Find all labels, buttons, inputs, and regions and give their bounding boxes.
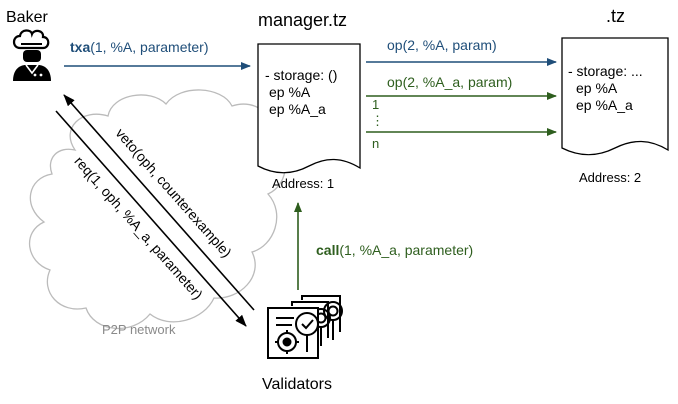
call-message: call(1, %A_a, parameter)	[316, 242, 473, 258]
target-contract-title: .tz	[606, 6, 625, 26]
op-a-message: op(2, %A, param)	[387, 37, 497, 53]
manager-entrypoint-a-a: ep %A_a	[269, 101, 326, 117]
branch-dots-label: ⋮	[371, 113, 384, 128]
veto-message: veto(oph, counterexample)	[113, 125, 235, 260]
req-message: req(1, oph, %A_a, parameter)	[71, 153, 206, 302]
p2p-network-label: P2P network	[102, 322, 176, 337]
manager-storage-line: - storage: ()	[265, 67, 337, 83]
validators-label: Validators	[262, 376, 332, 393]
target-entrypoint-a: ep %A	[576, 80, 618, 96]
manager-address: Address: 1	[272, 176, 334, 191]
call-message-args: (1, %A_a, parameter)	[339, 242, 473, 258]
branch-last-label: n	[372, 136, 379, 151]
target-storage-line: - storage: ...	[568, 63, 643, 79]
validators-icon	[267, 295, 343, 359]
p2p-network-cloud	[28, 89, 286, 329]
target-entrypoint-a-a: ep %A_a	[576, 97, 633, 113]
veto-arrow	[63, 94, 255, 311]
manager-contract-title: manager.tz	[258, 10, 347, 30]
target-contract-document	[561, 37, 669, 156]
op-a-a-message: op(2, %A_a, param)	[387, 74, 512, 90]
manager-entrypoint-a: ep %A	[269, 84, 311, 100]
txa-message-args: (1, %A, parameter)	[90, 39, 208, 55]
target-address: Address: 2	[579, 170, 641, 185]
baker-label: Baker	[6, 9, 48, 26]
manager-contract-document	[257, 43, 361, 174]
call-message-name: call	[316, 242, 339, 258]
branch-first-label: 1	[372, 97, 379, 112]
req-arrow	[55, 110, 247, 327]
txa-message: txa(1, %A, parameter)	[70, 39, 209, 55]
txa-message-name: txa	[70, 39, 90, 55]
baker-icon	[12, 29, 51, 81]
